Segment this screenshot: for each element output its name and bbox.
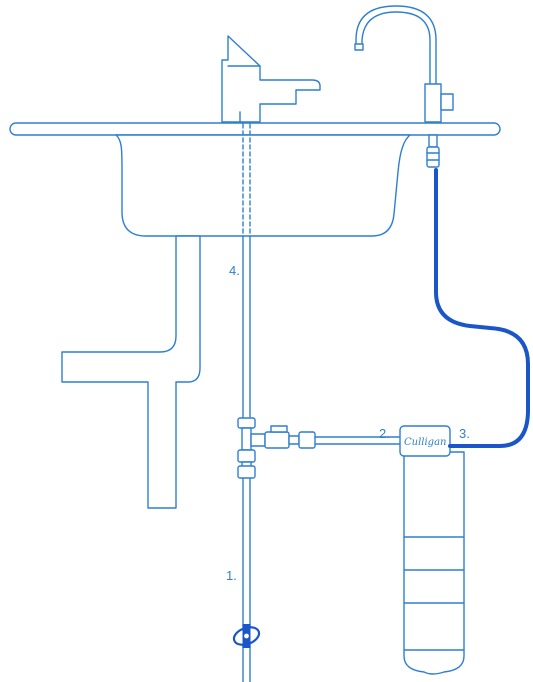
countertop — [9, 122, 501, 136]
water-filter — [399, 425, 465, 675]
tee-valve-assembly — [237, 417, 316, 479]
drain-pipe — [61, 235, 201, 509]
filter-head — [399, 425, 451, 457]
label-2: 2. — [379, 426, 390, 441]
label-3: 3. — [459, 426, 470, 441]
cold-feed-pipe — [242, 123, 251, 682]
sink-basin — [115, 134, 411, 237]
label-4: 4. — [229, 263, 240, 278]
main-stopcock — [232, 624, 261, 648]
mixer-tap — [221, 35, 321, 123]
brand-logo: Culligan — [404, 437, 447, 448]
filter-faucet — [354, 5, 454, 168]
filter-inlet-pipe — [314, 436, 401, 445]
filtered-water-tube — [434, 168, 530, 448]
label-1: 1. — [226, 568, 237, 583]
